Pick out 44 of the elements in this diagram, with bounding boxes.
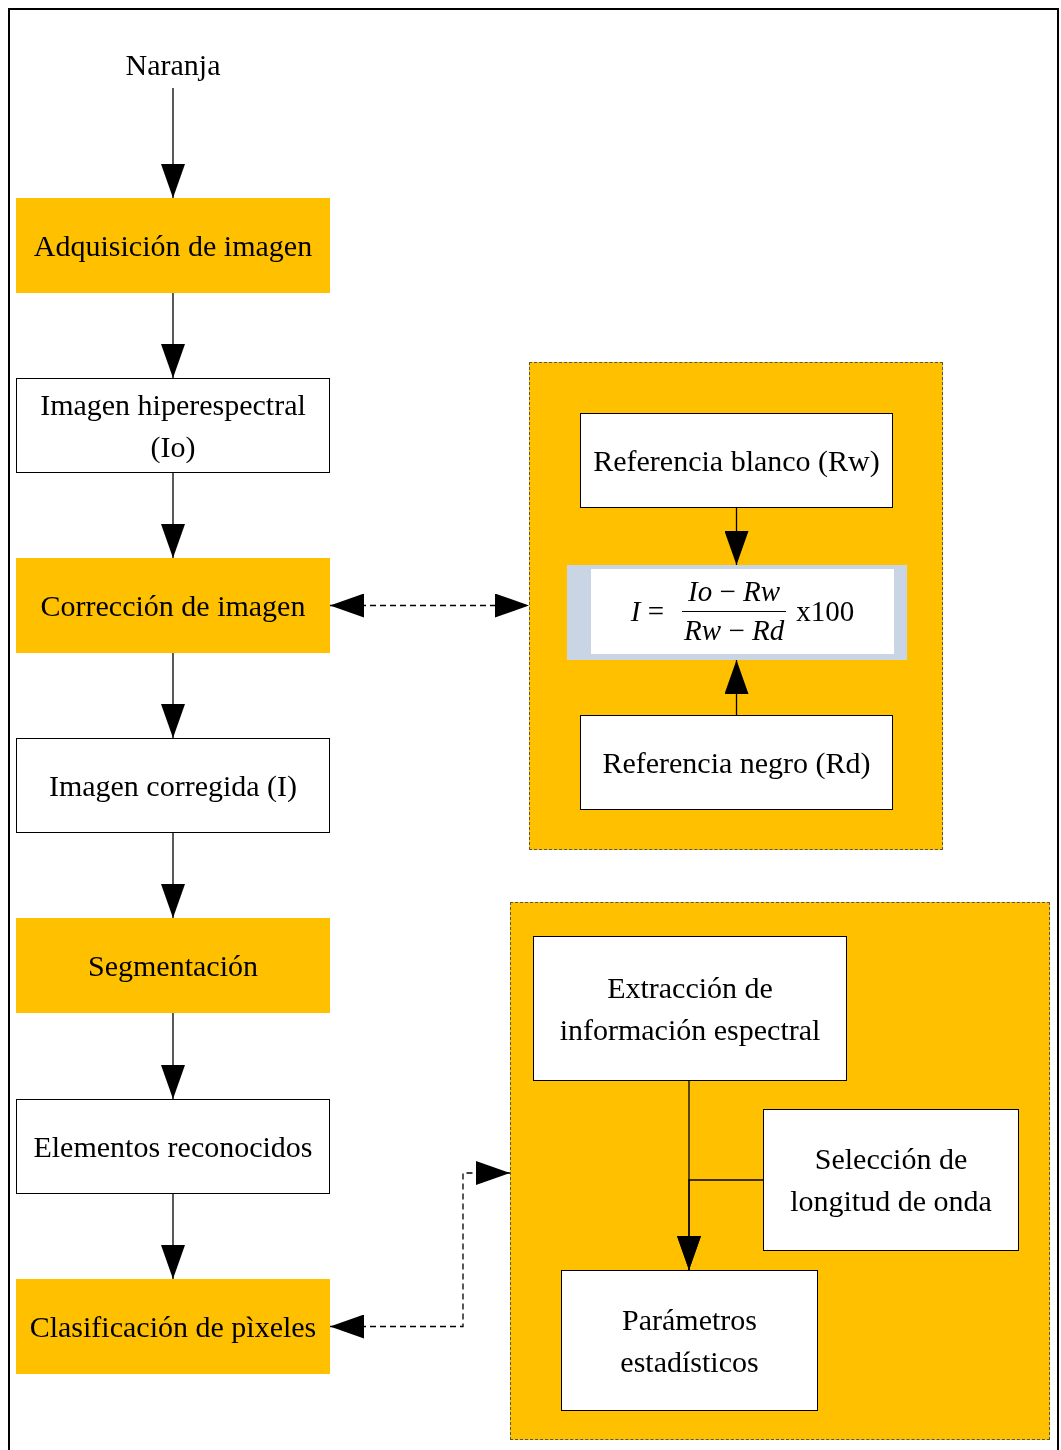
process-box	[16, 198, 330, 293]
process-box	[561, 1270, 818, 1411]
process-box	[533, 936, 847, 1081]
box-label: Imagen hiperespectral (Io)	[39, 386, 307, 465]
arrow	[161, 87, 185, 199]
box-label: Referencia blanco (Rw)	[593, 442, 880, 479]
arrow	[724, 507, 749, 566]
arrow	[329, 1161, 511, 1339]
arrow	[677, 1179, 764, 1271]
box-label: Corrección de imagen	[40, 587, 306, 624]
group-panel	[529, 362, 943, 850]
arrow	[161, 472, 185, 559]
box-label: Referencia negro (Rd)	[602, 744, 871, 781]
arrow	[161, 652, 185, 739]
process-box	[16, 378, 330, 473]
formula-text: I =	[630, 594, 665, 630]
box-label: Elementos reconocidos	[33, 1128, 313, 1165]
process-box	[16, 738, 330, 833]
formula-numerator: Io − Rw	[682, 573, 787, 612]
arrow	[724, 659, 749, 716]
arrow	[161, 832, 185, 919]
box-label: Selección de longitud de onda	[789, 1141, 993, 1219]
box-label: Clasificación de pìxeles	[29, 1308, 317, 1345]
box-label: Imagen corregida (I)	[48, 767, 298, 804]
process-box	[16, 558, 330, 653]
input-label: Naranja	[100, 42, 246, 88]
formula-denominator: Rw − Rd	[683, 613, 786, 648]
arrow	[161, 1193, 185, 1280]
process-box	[580, 413, 893, 508]
process-box	[763, 1109, 1019, 1251]
arrow	[161, 1012, 185, 1100]
process-box	[16, 918, 330, 1013]
box-label: Extracción de información espectral	[558, 969, 822, 1048]
group-panel	[510, 902, 1050, 1440]
box-label: Segmentación	[88, 947, 258, 984]
process-box	[16, 1279, 330, 1374]
box-label: Parámetros estadísticos	[619, 1301, 760, 1380]
formula-text: x100	[796, 594, 855, 630]
box-label: Adquisición de imagen	[33, 227, 313, 264]
arrow	[329, 593, 530, 618]
formula-box	[567, 565, 907, 660]
process-box	[580, 715, 893, 810]
arrow	[161, 292, 185, 379]
process-box	[16, 1099, 330, 1194]
